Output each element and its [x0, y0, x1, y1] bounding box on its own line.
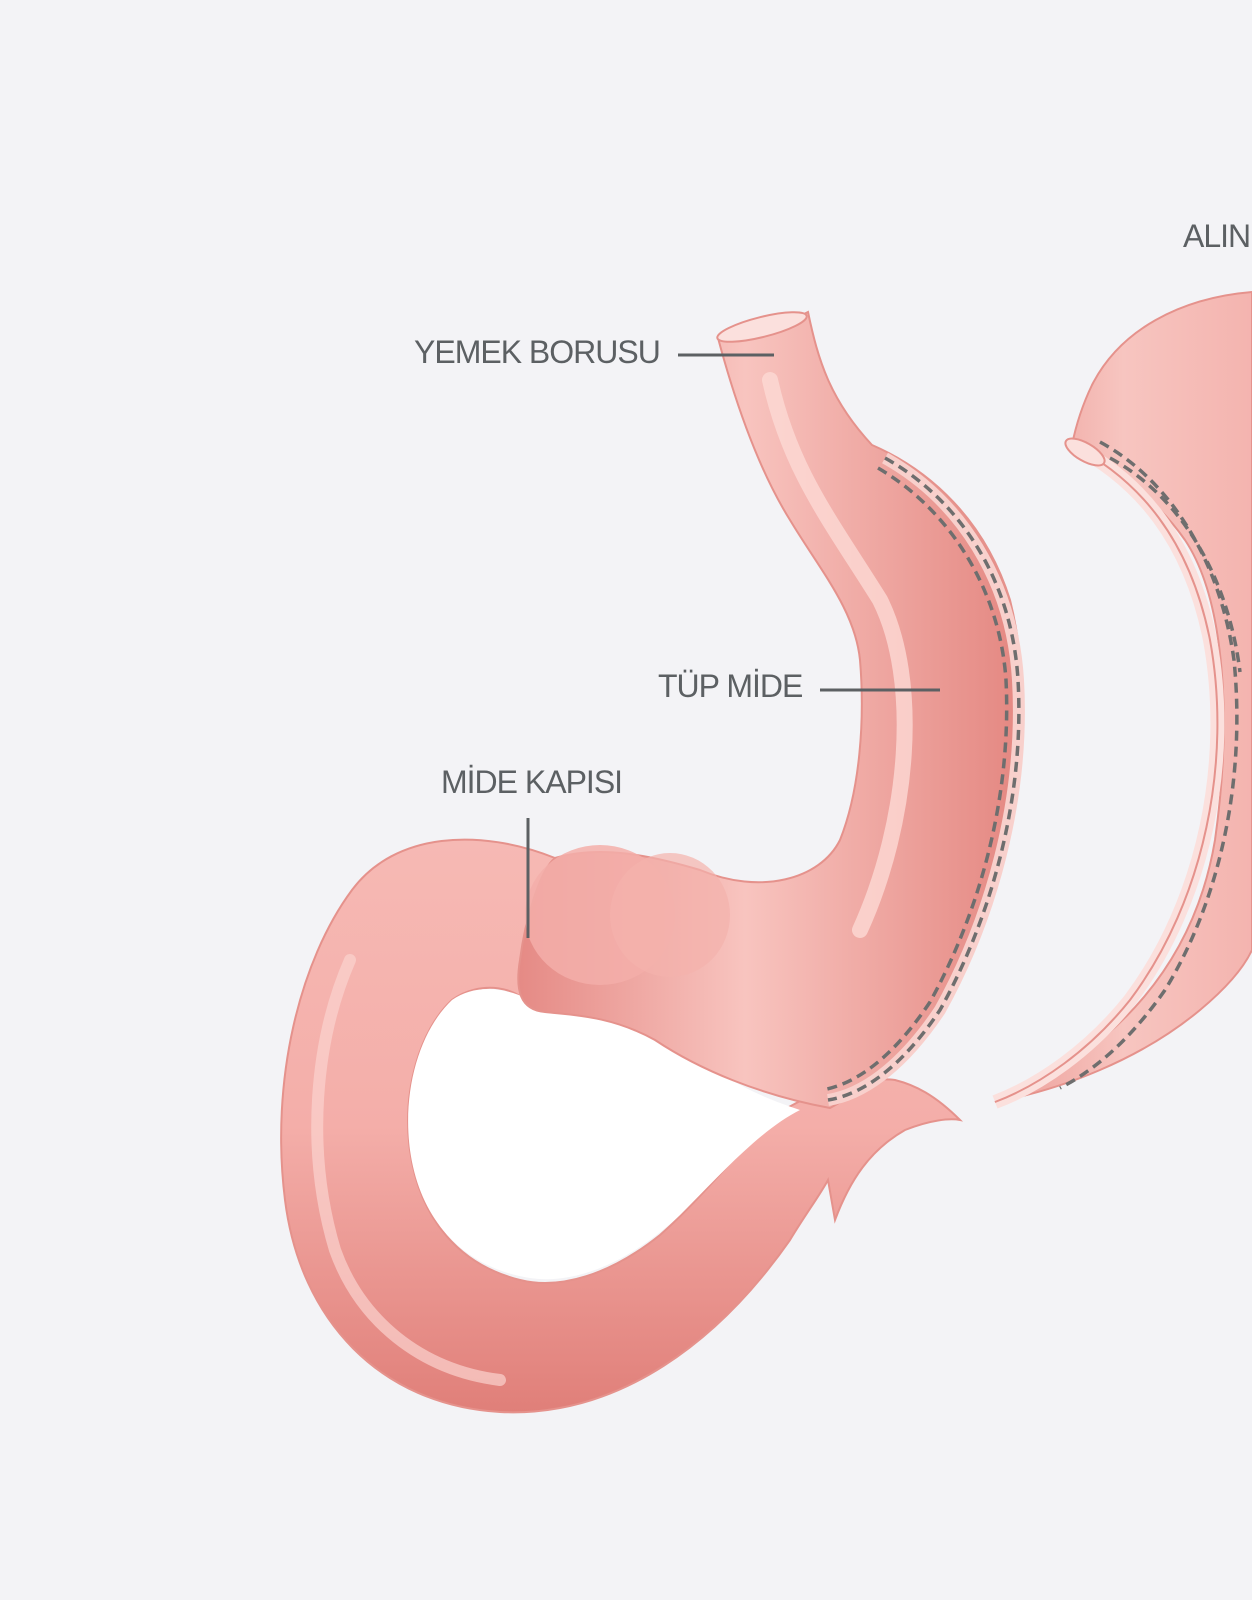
label-pylorus: MİDE KAPISI: [441, 764, 623, 800]
label-removed-part: ALIN: [1183, 218, 1251, 254]
label-esophagus: YEMEK BORUSU: [414, 334, 661, 370]
sleeve-stomach: [517, 310, 1024, 1110]
label-sleeve-stomach: TÜP MİDE: [658, 668, 803, 704]
removed-stomach-part: [992, 290, 1252, 1109]
staple-line: [821, 452, 1025, 1106]
leader-lines: [526, 353, 940, 938]
